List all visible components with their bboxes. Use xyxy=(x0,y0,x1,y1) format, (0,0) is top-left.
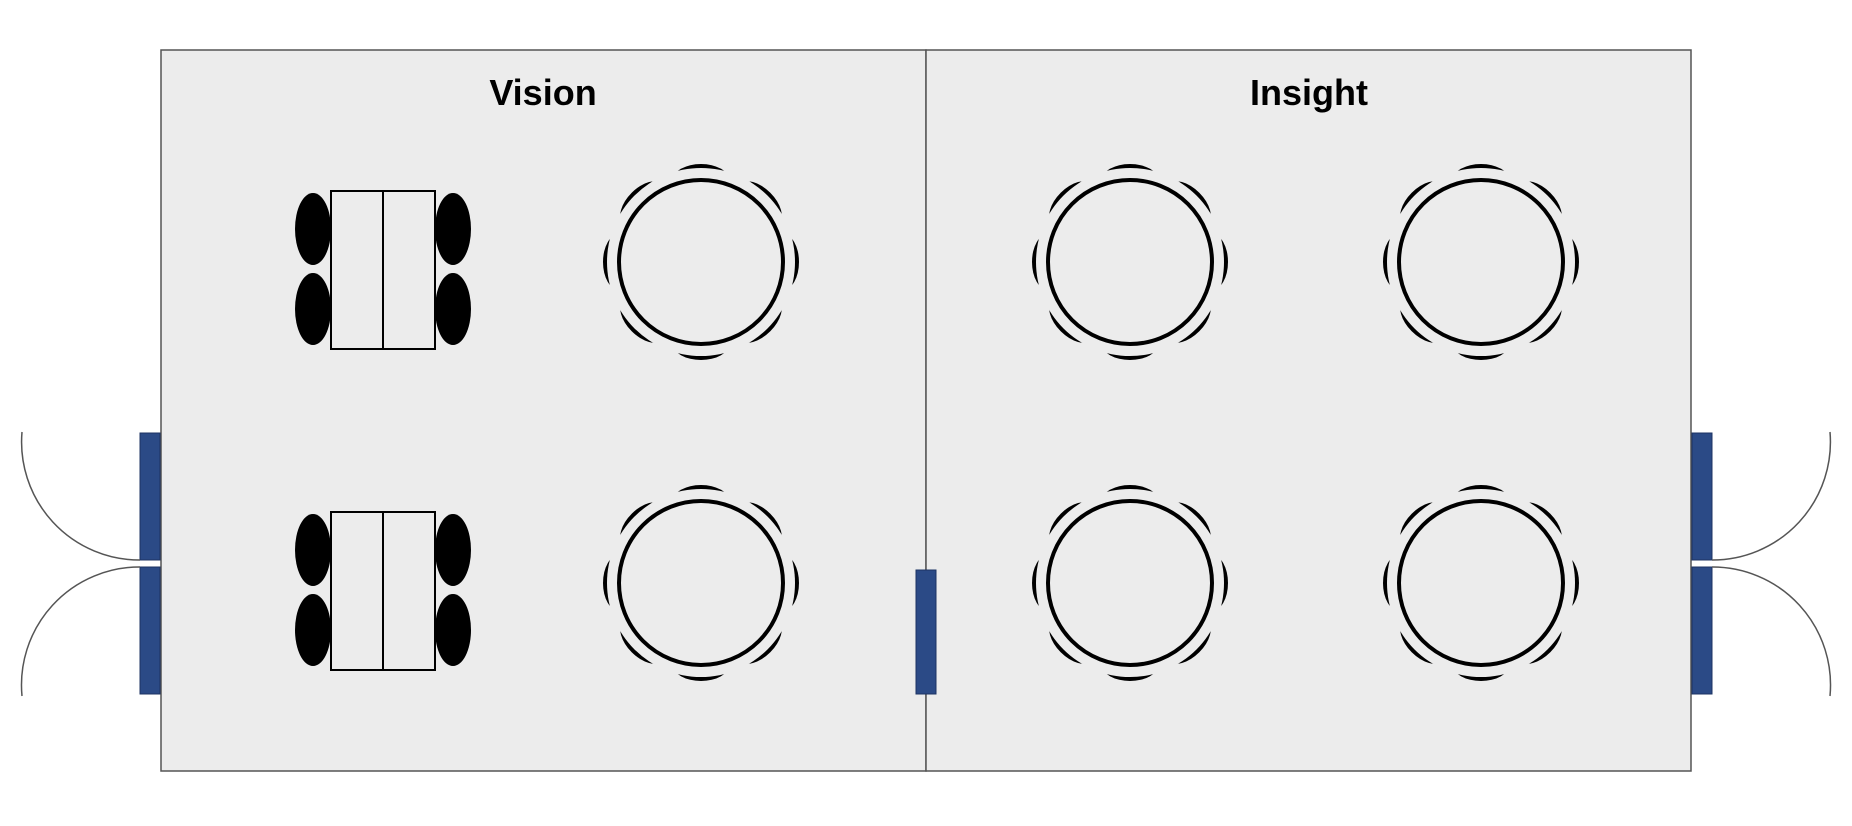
round-table xyxy=(617,178,785,346)
left-door-leaf-top xyxy=(139,432,161,561)
insight-furniture-4 xyxy=(1383,485,1579,681)
furniture-layer xyxy=(295,164,1579,681)
chair xyxy=(435,193,471,265)
left-door-leaf-bottom xyxy=(139,566,161,695)
round-table xyxy=(1397,499,1565,667)
round-table xyxy=(617,499,785,667)
right-door-leaf-top xyxy=(1691,432,1713,561)
chair xyxy=(295,514,331,586)
left-door-swing-top xyxy=(20,431,141,561)
room-vision-title: Vision xyxy=(489,72,596,113)
vision-furniture-4 xyxy=(603,485,799,681)
right-door-swing-top xyxy=(1711,431,1832,561)
center-door-leaf xyxy=(915,569,937,695)
room-insight: Insight xyxy=(925,49,1692,772)
chair xyxy=(435,594,471,666)
insight-furniture-1 xyxy=(1032,164,1228,360)
door-layer xyxy=(20,431,1832,697)
vision-furniture-1 xyxy=(295,190,471,350)
left-door-swing-bottom xyxy=(20,566,141,697)
right-door-swing-bottom xyxy=(1711,566,1832,697)
room-insight-title: Insight xyxy=(1250,72,1368,113)
insight-furniture-3 xyxy=(1032,485,1228,681)
chair xyxy=(295,193,331,265)
round-table xyxy=(1046,499,1214,667)
vision-furniture-3 xyxy=(295,511,471,671)
round-table xyxy=(1397,178,1565,346)
room-vision: Vision xyxy=(160,49,927,772)
room-vision-floor xyxy=(160,49,927,772)
chair xyxy=(295,273,331,345)
chair xyxy=(295,594,331,666)
insight-furniture-2 xyxy=(1383,164,1579,360)
round-table xyxy=(1046,178,1214,346)
right-door-leaf-bottom xyxy=(1691,566,1713,695)
chair xyxy=(435,273,471,345)
vision-furniture-2 xyxy=(603,164,799,360)
chair xyxy=(435,514,471,586)
room-insight-floor xyxy=(925,49,1692,772)
